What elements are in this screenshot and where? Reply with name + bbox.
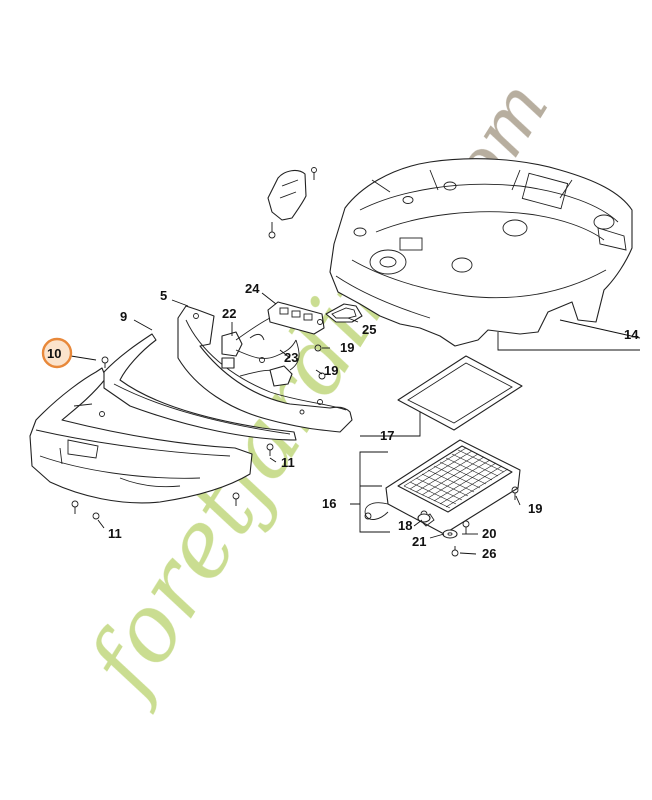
part-16-control-panel bbox=[364, 439, 521, 535]
callout-19-b: 19 bbox=[324, 363, 338, 378]
small-hardware bbox=[314, 319, 519, 557]
callout-16: 16 bbox=[322, 496, 336, 511]
part-5-side-rail bbox=[177, 305, 353, 456]
part-24-connector-module bbox=[267, 301, 325, 335]
callout-24: 24 bbox=[245, 281, 260, 296]
callout-labels: 10 9 5 22 24 23 25 19 19 19 11 11 17 16 … bbox=[47, 281, 542, 561]
callout-18: 18 bbox=[398, 518, 412, 533]
panel-grid bbox=[403, 447, 509, 509]
leader-lines bbox=[70, 292, 521, 555]
part-14-body-housing bbox=[329, 158, 633, 347]
part-22-23-wiring-harness bbox=[221, 317, 300, 387]
callout-11-a: 11 bbox=[281, 455, 295, 470]
part-10-front-bumper bbox=[29, 356, 253, 520]
callout-19-a: 19 bbox=[340, 340, 354, 355]
callout-21: 21 bbox=[412, 534, 426, 549]
top-bracket bbox=[267, 167, 317, 239]
part-25-gasket bbox=[325, 303, 363, 323]
leader-14 bbox=[497, 319, 641, 351]
callout-20: 20 bbox=[482, 526, 496, 541]
callout-26: 26 bbox=[482, 546, 496, 561]
callout-5: 5 bbox=[160, 288, 167, 303]
part-17-display-gasket bbox=[397, 355, 523, 431]
callout-10: 10 bbox=[47, 346, 61, 361]
callout-17: 17 bbox=[380, 428, 394, 443]
callout-11-b: 11 bbox=[108, 526, 122, 541]
callout-25: 25 bbox=[362, 322, 376, 337]
callout-19-c: 19 bbox=[528, 501, 542, 516]
callout-9: 9 bbox=[120, 309, 127, 324]
callout-22: 22 bbox=[222, 306, 236, 321]
callout-14: 14 bbox=[624, 327, 639, 342]
callout-10-highlight bbox=[41, 337, 73, 369]
callout-23: 23 bbox=[284, 350, 298, 365]
part-9-bumper-trim bbox=[103, 333, 297, 441]
